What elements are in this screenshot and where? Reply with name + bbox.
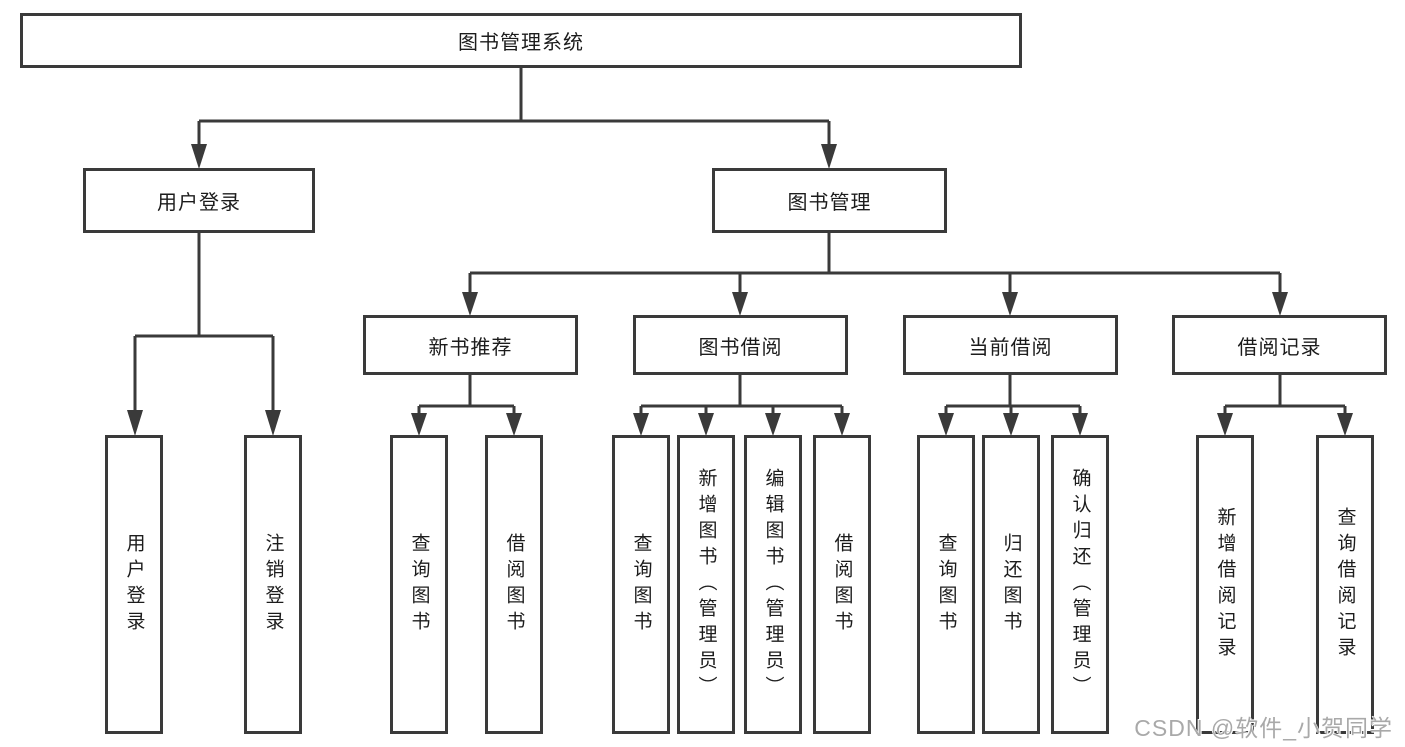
node-user-login: 用户登录	[83, 168, 315, 233]
arrowheads-newbooks-to-leaves	[411, 413, 522, 436]
connector-newbooks-to-leaves	[417, 375, 516, 415]
leaf-current-return: 归还图书	[982, 435, 1040, 734]
arrowheads-root-to-level2	[191, 144, 837, 169]
node-new-book-recommend-label: 新书推荐	[428, 336, 513, 359]
connector-userlogin-to-leaves	[133, 233, 275, 412]
leaf-borrow-book-label: 借阅图书	[831, 532, 853, 637]
connector-records-to-leaves	[1223, 375, 1347, 415]
leaf-newbooks-borrow-label: 借阅图书	[503, 532, 525, 637]
leaf-records-query: 查询借阅记录	[1316, 435, 1374, 734]
node-borrow-records-label: 借阅记录	[1237, 336, 1322, 359]
connector-bookmgmt-to-level3	[468, 233, 1282, 294]
leaf-logout-label: 注销登录	[262, 532, 284, 637]
leaf-borrow-add-book-label: 新增图书（管理员）	[695, 467, 717, 702]
connector-bookborrow-to-leaves	[639, 375, 844, 415]
leaf-borrow-edit-book: 编辑图书（管理员）	[744, 435, 802, 734]
leaf-borrow-query-label: 查询图书	[630, 532, 652, 637]
leaf-newbooks-query-label: 查询图书	[408, 532, 430, 637]
leaf-current-query-label: 查询图书	[935, 532, 957, 637]
leaf-borrow-add-book: 新增图书（管理员）	[677, 435, 735, 734]
leaf-current-confirm-return: 确认归还（管理员）	[1051, 435, 1109, 734]
leaf-current-confirm-return-label: 确认归还（管理员）	[1069, 467, 1091, 702]
leaf-newbooks-borrow: 借阅图书	[485, 435, 543, 734]
node-book-borrow: 图书借阅	[633, 315, 848, 375]
leaf-borrow-edit-book-label: 编辑图书（管理员）	[762, 467, 784, 702]
leaf-records-add-label: 新增借阅记录	[1214, 506, 1236, 663]
node-current-borrow-label: 当前借阅	[968, 336, 1053, 359]
arrowheads-bookborrow-to-leaves	[633, 413, 850, 436]
arrowheads-currentborrow-to-leaves	[938, 413, 1088, 436]
leaf-newbooks-query: 查询图书	[390, 435, 448, 734]
node-book-borrow-label: 图书借阅	[698, 336, 783, 359]
leaf-records-query-label: 查询借阅记录	[1334, 506, 1356, 663]
node-user-login-label: 用户登录	[157, 192, 241, 214]
node-current-borrow: 当前借阅	[903, 315, 1118, 375]
node-book-management-label: 图书管理	[787, 192, 872, 214]
arrowheads-records-to-leaves	[1217, 413, 1353, 436]
node-new-book-recommend: 新书推荐	[363, 315, 578, 375]
connector-currentborrow-to-leaves	[944, 375, 1082, 415]
node-root-label: 图书管理系统	[458, 32, 584, 54]
arrowheads-userlogin-to-leaves	[127, 410, 281, 436]
connector-root-to-level2	[197, 68, 831, 146]
leaf-user-login: 用户登录	[105, 435, 163, 734]
node-borrow-records: 借阅记录	[1172, 315, 1387, 375]
leaf-logout: 注销登录	[244, 435, 302, 734]
node-root: 图书管理系统	[20, 13, 1022, 68]
node-book-management: 图书管理	[712, 168, 947, 233]
leaf-user-login-label: 用户登录	[123, 532, 145, 637]
arrowheads-bookmgmt-to-level3	[462, 292, 1288, 316]
leaf-borrow-book: 借阅图书	[813, 435, 871, 734]
csdn-watermark: CSDN @软件_小贺同学	[1134, 715, 1393, 741]
leaf-current-query: 查询图书	[917, 435, 975, 734]
leaf-borrow-query: 查询图书	[612, 435, 670, 734]
leaf-current-return-label: 归还图书	[1000, 532, 1022, 637]
leaf-records-add: 新增借阅记录	[1196, 435, 1254, 734]
